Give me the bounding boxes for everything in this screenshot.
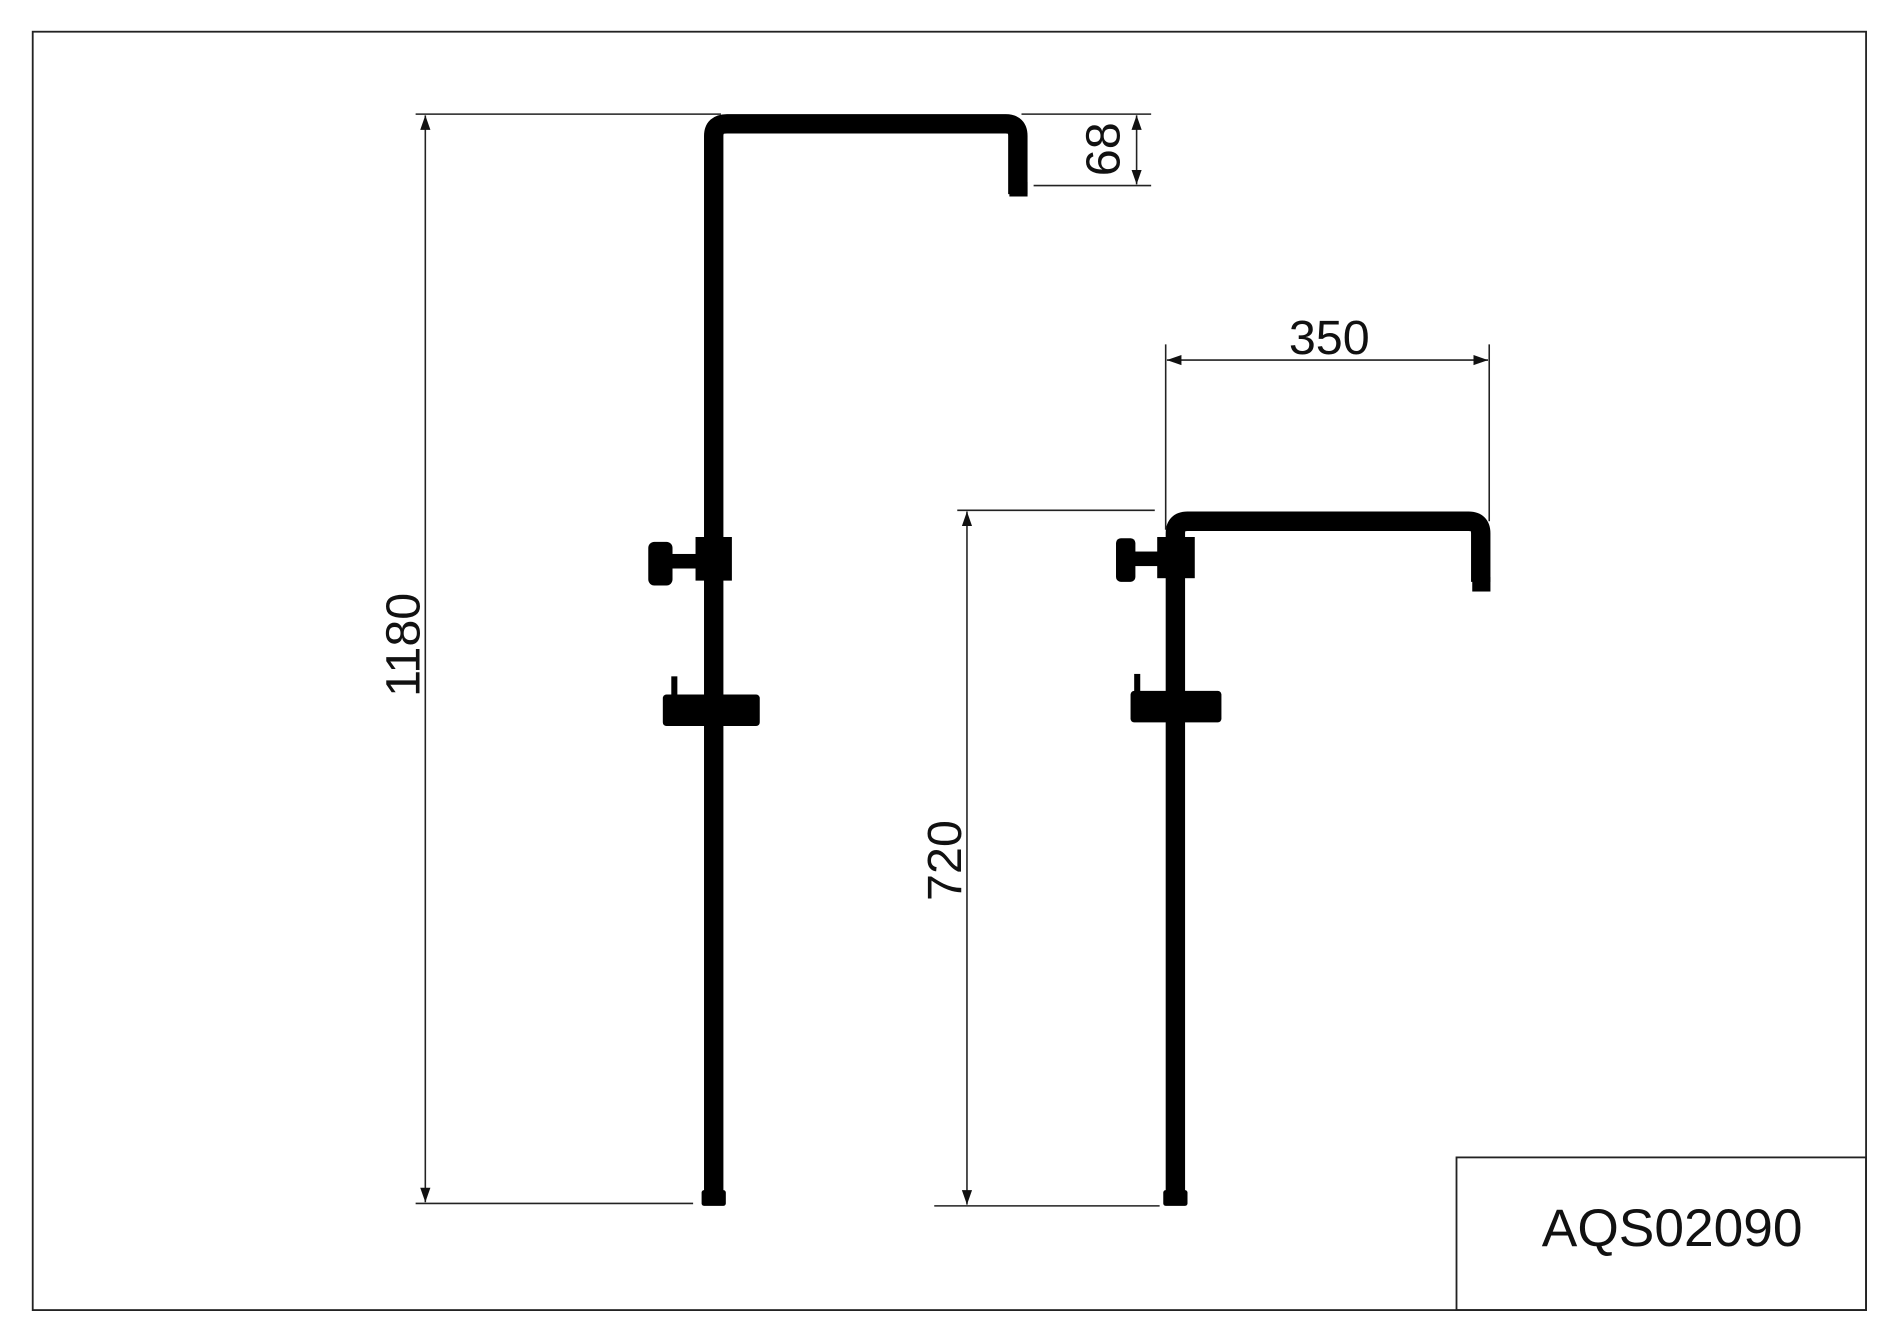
dimension-label-720: 720 — [918, 820, 972, 901]
handshower-holder — [662, 694, 760, 727]
dimension-350: 350 — [1164, 311, 1491, 530]
diverter-knob — [1116, 538, 1136, 582]
diverter-bracket — [695, 536, 732, 581]
dimension-label-350: 350 — [1289, 311, 1370, 365]
shower-column-extended — [648, 114, 1028, 1206]
product-code: AQS02090 — [1542, 1199, 1803, 1258]
dimension-label-1180: 1180 — [376, 593, 430, 697]
drawing-frame — [31, 30, 1867, 1311]
title-block: AQS02090 — [1455, 1156, 1867, 1311]
dimension-label-68: 68 — [1077, 122, 1131, 176]
diverter-knob — [648, 541, 673, 586]
dimension-1180: 1180 — [376, 113, 721, 1205]
dimension-68: 68 — [1021, 113, 1152, 187]
dimension-720: 720 — [918, 509, 1160, 1207]
diverter-bracket — [1157, 536, 1195, 579]
shower-column-compact — [1116, 511, 1491, 1206]
handshower-holder — [1130, 690, 1222, 723]
